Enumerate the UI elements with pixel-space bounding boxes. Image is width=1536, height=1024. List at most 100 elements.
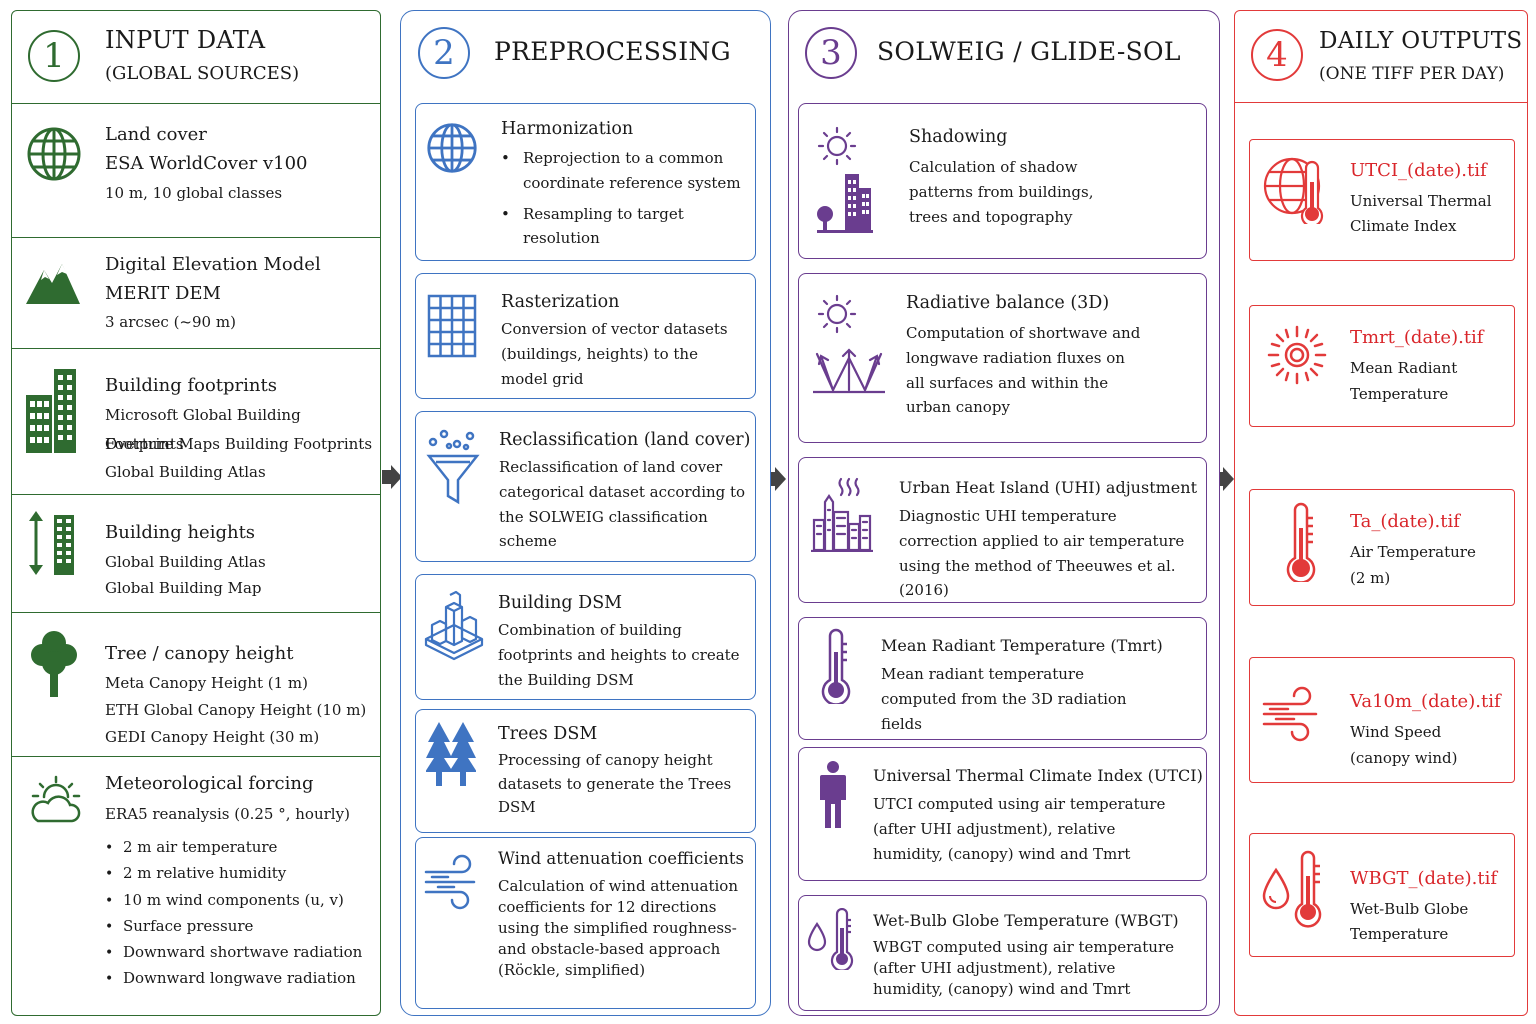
globe-icon	[27, 127, 81, 181]
daily-outputs-subtitle: (ONE TIFF PER DAY)	[1319, 64, 1505, 84]
output-filename: UTCI_(date).tif	[1350, 160, 1487, 181]
input-data-subtitle: (GLOBAL SOURCES)	[105, 63, 300, 84]
section-tree-canopy: Tree / canopy height Meta Canopy Height …	[12, 612, 380, 756]
thermometer-icon	[821, 628, 851, 704]
card-text: Processing of canopy height datasets to …	[498, 751, 732, 816]
variable-item: Downward shortwave radiation	[105, 940, 362, 966]
card-harmonization: Harmonization Reprojection to a common c…	[415, 103, 756, 261]
input-data-column: 1 INPUT DATA (GLOBAL SOURCES) Land cover…	[11, 10, 381, 1016]
dataset-name: ESA WorldCover v100	[105, 153, 308, 174]
height-arrow-icon	[29, 511, 74, 575]
variable-item: 2 m air temperature	[105, 835, 362, 861]
card-title: Harmonization	[501, 119, 634, 139]
variable-list: 2 m air temperature 2 m relative humidit…	[105, 835, 362, 993]
preprocessing-column: 2 PREPROCESSING Harmonization Reprojecti…	[400, 10, 771, 1016]
card-title: Building DSM	[498, 593, 623, 613]
card-text: Mean radiant temperature computed from t…	[881, 665, 1127, 733]
card-trees-dsm: Trees DSM Processing of canopy height da…	[415, 709, 756, 833]
dataset-name: Global Building Atlas	[105, 553, 266, 571]
sun-cloud-icon	[31, 775, 81, 823]
section-land-cover: Land cover ESA WorldCover v100 10 m, 10 …	[12, 103, 380, 237]
globe-icon	[427, 123, 477, 173]
output-description: Wet-Bulb Globe	[1350, 900, 1469, 918]
card-text: Diagnostic UHI temperature correction ap…	[899, 507, 1185, 600]
mountain-icon	[26, 264, 80, 304]
person-icon	[820, 761, 846, 828]
input-data-title: INPUT DATA	[105, 26, 266, 54]
section-title: Meteorological forcing	[105, 773, 314, 794]
solweig-header: 3 SOLWEIG / GLIDE-SOL	[789, 11, 1219, 103]
output-va10m: Va10m_(date).tif Wind Speed (canopy wind…	[1249, 657, 1515, 783]
dataset-name: Global Building Atlas	[105, 463, 266, 481]
output-description: Temperature	[1350, 385, 1449, 403]
flow-arrow-1	[382, 465, 402, 489]
step-number-2: 2	[418, 27, 470, 79]
tree-icon	[31, 631, 77, 697]
dataset-detail: 3 arcsec (~90 m)	[105, 313, 236, 331]
dataset-name: Global Building Map	[105, 579, 262, 597]
section-title: Building heights	[105, 522, 256, 543]
dataset-name: Microsoft Global Building Footprints	[105, 406, 301, 453]
card-title: Radiative balance (3D)	[906, 293, 1110, 313]
card-radiative-balance: Radiative balance (3D) Computation of sh…	[798, 273, 1207, 443]
variable-item: Downward longwave radiation	[105, 966, 362, 992]
grid-icon	[427, 294, 477, 358]
card-bullets: Reprojection to a common coordinate refe…	[501, 146, 746, 257]
card-title: Urban Heat Island (UHI) adjustment	[899, 478, 1197, 497]
preprocessing-title: PREPROCESSING	[494, 37, 731, 66]
card-title: Wet-Bulb Globe Temperature (WBGT)	[873, 911, 1179, 930]
variable-item: Surface pressure	[105, 914, 362, 940]
section-title: Land cover	[105, 124, 207, 145]
output-description: Climate Index	[1350, 217, 1457, 235]
droplet-thermometer-icon	[1262, 850, 1322, 928]
output-ta: Ta_(date).tif Air Temperature (2 m)	[1249, 489, 1515, 606]
card-text: Calculation of wind attenuation coeffici…	[498, 877, 738, 979]
section-title: Building footprints	[105, 375, 277, 396]
card-title: Mean Radiant Temperature (Tmrt)	[881, 636, 1163, 655]
card-bullet: Resampling to target resolution	[501, 202, 746, 252]
step-number-1: 1	[28, 30, 80, 82]
pine-trees-icon	[426, 722, 476, 786]
droplet-thermometer-icon	[807, 908, 854, 970]
step-number-4: 4	[1251, 29, 1303, 81]
card-shadowing: Shadowing Calculation of shadow patterns…	[798, 103, 1207, 259]
card-wind-attenuation: Wind attenuation coefficients Calculatio…	[415, 837, 756, 1009]
output-utci: UTCI_(date).tif Universal Thermal Climat…	[1249, 139, 1515, 261]
thermometer-icon	[1286, 502, 1316, 582]
input-data-header: 1 INPUT DATA (GLOBAL SOURCES)	[12, 11, 380, 103]
step-number-3: 3	[805, 27, 857, 79]
solweig-column: 3 SOLWEIG / GLIDE-SOL	[788, 10, 1220, 1016]
card-title: Rasterization	[501, 292, 620, 312]
dataset-name: Overture Maps Building Footprints	[105, 435, 373, 453]
output-filename: Tmrt_(date).tif	[1350, 327, 1484, 348]
section-title: Digital Elevation Model	[105, 254, 321, 275]
output-description: Air Temperature	[1350, 543, 1476, 561]
daily-outputs-column: 4 DAILY OUTPUTS (ONE TIFF PER DAY) UTCI_…	[1234, 10, 1528, 1016]
preprocessing-header: 2 PREPROCESSING	[401, 11, 770, 103]
output-wbgt: WBGT_(date).tif Wet-Bulb Globe Temperatu…	[1249, 833, 1515, 957]
dataset-name: Meta Canopy Height (1 m)	[105, 674, 308, 692]
flow-arrow-2	[766, 467, 786, 491]
card-text: WBGT computed using air temperature (aft…	[873, 938, 1174, 998]
daily-outputs-title: DAILY OUTPUTS	[1319, 28, 1523, 54]
card-uhi-adjustment: Urban Heat Island (UHI) adjustment Diagn…	[798, 457, 1207, 603]
sun-buildings-icon	[817, 126, 873, 233]
output-description: Mean Radiant	[1350, 359, 1458, 377]
card-text: Computation of shortwave and longwave ra…	[906, 324, 1141, 417]
card-building-dsm: Building DSM Combination of building foo…	[415, 574, 756, 700]
card-title: Reclassification (land cover)	[499, 430, 751, 450]
dataset-name: MERIT DEM	[105, 283, 221, 304]
card-rasterization: Rasterization Conversion of vector datas…	[415, 273, 756, 399]
output-description: (canopy wind)	[1350, 749, 1458, 767]
dataset-name: ETH Global Canopy Height (10 m)	[105, 701, 367, 719]
daily-outputs-header: 4 DAILY OUTPUTS (ONE TIFF PER DAY)	[1235, 11, 1527, 103]
output-filename: WBGT_(date).tif	[1350, 868, 1498, 889]
wind-icon	[424, 854, 476, 910]
card-text: Conversion of vector datasets (buildings…	[501, 320, 728, 388]
card-title: Wind attenuation coefficients	[498, 849, 744, 868]
card-title: Universal Thermal Climate Index (UTCI)	[873, 766, 1203, 785]
radiation-icon	[813, 294, 885, 394]
output-description: Wind Speed	[1350, 723, 1442, 741]
card-reclassification: Reclassification (land cover) Reclassifi…	[415, 411, 756, 562]
output-description: Universal Thermal	[1350, 192, 1492, 210]
